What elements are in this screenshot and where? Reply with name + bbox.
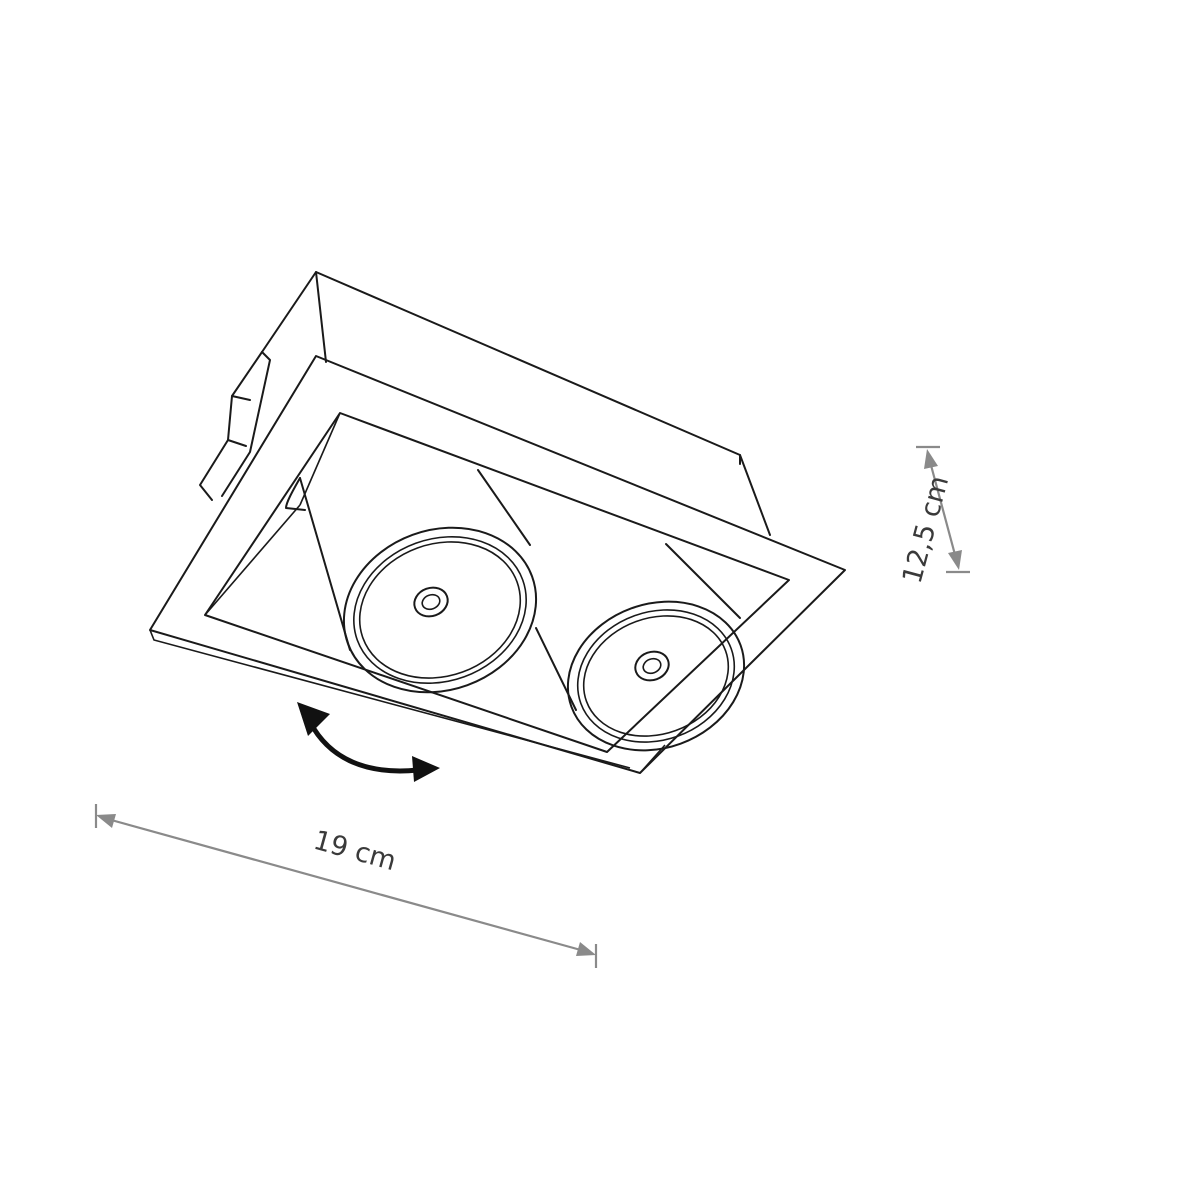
mounting-clip <box>199 351 271 501</box>
curved-double-arrow-icon <box>297 702 440 782</box>
spot-ring-1 <box>342 526 538 694</box>
spotlight-module-2 <box>535 543 746 752</box>
width-label: 19 cm <box>310 825 399 877</box>
housing-box <box>261 271 771 536</box>
width-dimension: 19 cm <box>94 804 598 968</box>
height-dimension: 12,5 cm <box>897 445 970 587</box>
lens-icon-1 <box>413 586 449 618</box>
outer-frame <box>149 355 846 774</box>
lens-icon-2 <box>634 650 670 682</box>
spot-ring-2 <box>566 600 746 752</box>
inner-opening <box>204 412 790 753</box>
spotlight-module-1 <box>285 469 538 694</box>
height-label: 12,5 cm <box>897 473 955 587</box>
